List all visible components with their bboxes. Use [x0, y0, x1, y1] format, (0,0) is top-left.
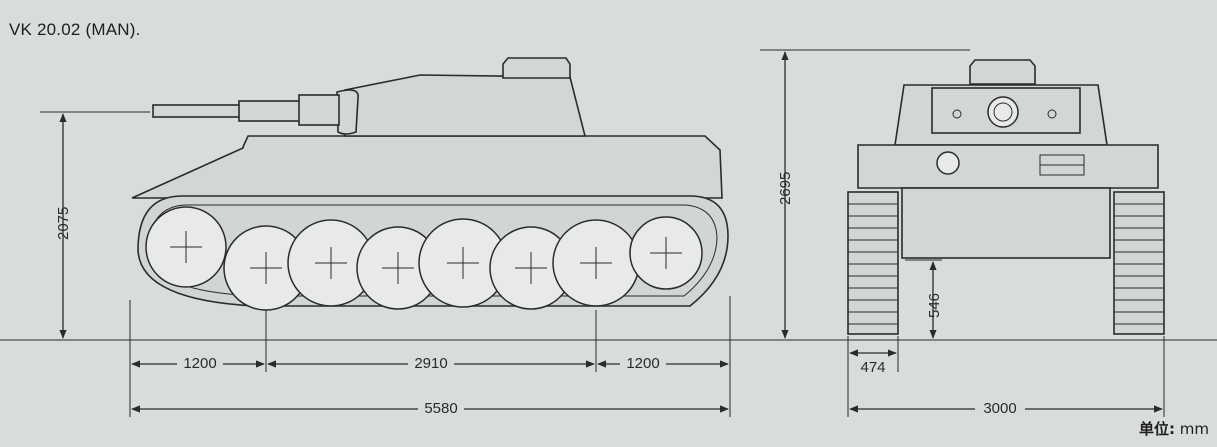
- wheel-hub-crosses: [170, 231, 682, 284]
- track-width-value: 474: [860, 359, 885, 376]
- unit-label: 单位:: [1138, 420, 1175, 438]
- side-cupola: [502, 57, 571, 79]
- ground-clearance-value: 546: [926, 293, 943, 318]
- side-gun-sleeve: [238, 100, 302, 122]
- front-gun-mantlet: [987, 96, 1019, 128]
- middle-section-value: 2910: [414, 355, 447, 372]
- front-lower-hull: [901, 187, 1111, 259]
- side-turret: [344, 74, 587, 137]
- label-backdrop: [975, 399, 1025, 417]
- side-hull: [131, 135, 723, 199]
- side-gun-mount: [298, 94, 340, 126]
- label-backdrop: [620, 354, 666, 372]
- front-left-track: [847, 191, 899, 335]
- front-vision-port: [952, 109, 962, 119]
- front-headlight: [936, 151, 960, 175]
- label-backdrop: [177, 354, 223, 372]
- front-view: 2695 546 474 3000: [760, 49, 1165, 417]
- front-vision-port: [1047, 109, 1057, 119]
- rear-section-value: 1200: [626, 355, 659, 372]
- overall-width-value: 3000: [983, 400, 1016, 417]
- front-cupola: [969, 59, 1036, 85]
- side-height-value: 2075: [55, 207, 72, 240]
- road-wheels: [145, 206, 703, 311]
- side-gun-barrel: [152, 104, 242, 118]
- track-links: [848, 203, 1164, 325]
- diagram-title: VK 20.02 (MAN).: [9, 20, 141, 39]
- overall-length-value: 5580: [424, 400, 457, 417]
- label-backdrop: [408, 354, 454, 372]
- front-section-value: 1200: [183, 355, 216, 372]
- front-right-track: [1113, 191, 1165, 335]
- label-backdrop: [418, 399, 464, 417]
- unit-caption: 单位: mm: [1139, 418, 1209, 439]
- front-gun-bore: [993, 102, 1013, 122]
- side-view: 2075 1200 2910 1200 5580: [0, 57, 1217, 417]
- unit-value: mm: [1179, 420, 1209, 438]
- side-mantlet: [336, 89, 359, 135]
- overall-height-value: 2695: [777, 172, 794, 205]
- front-upper-hull: [857, 144, 1159, 189]
